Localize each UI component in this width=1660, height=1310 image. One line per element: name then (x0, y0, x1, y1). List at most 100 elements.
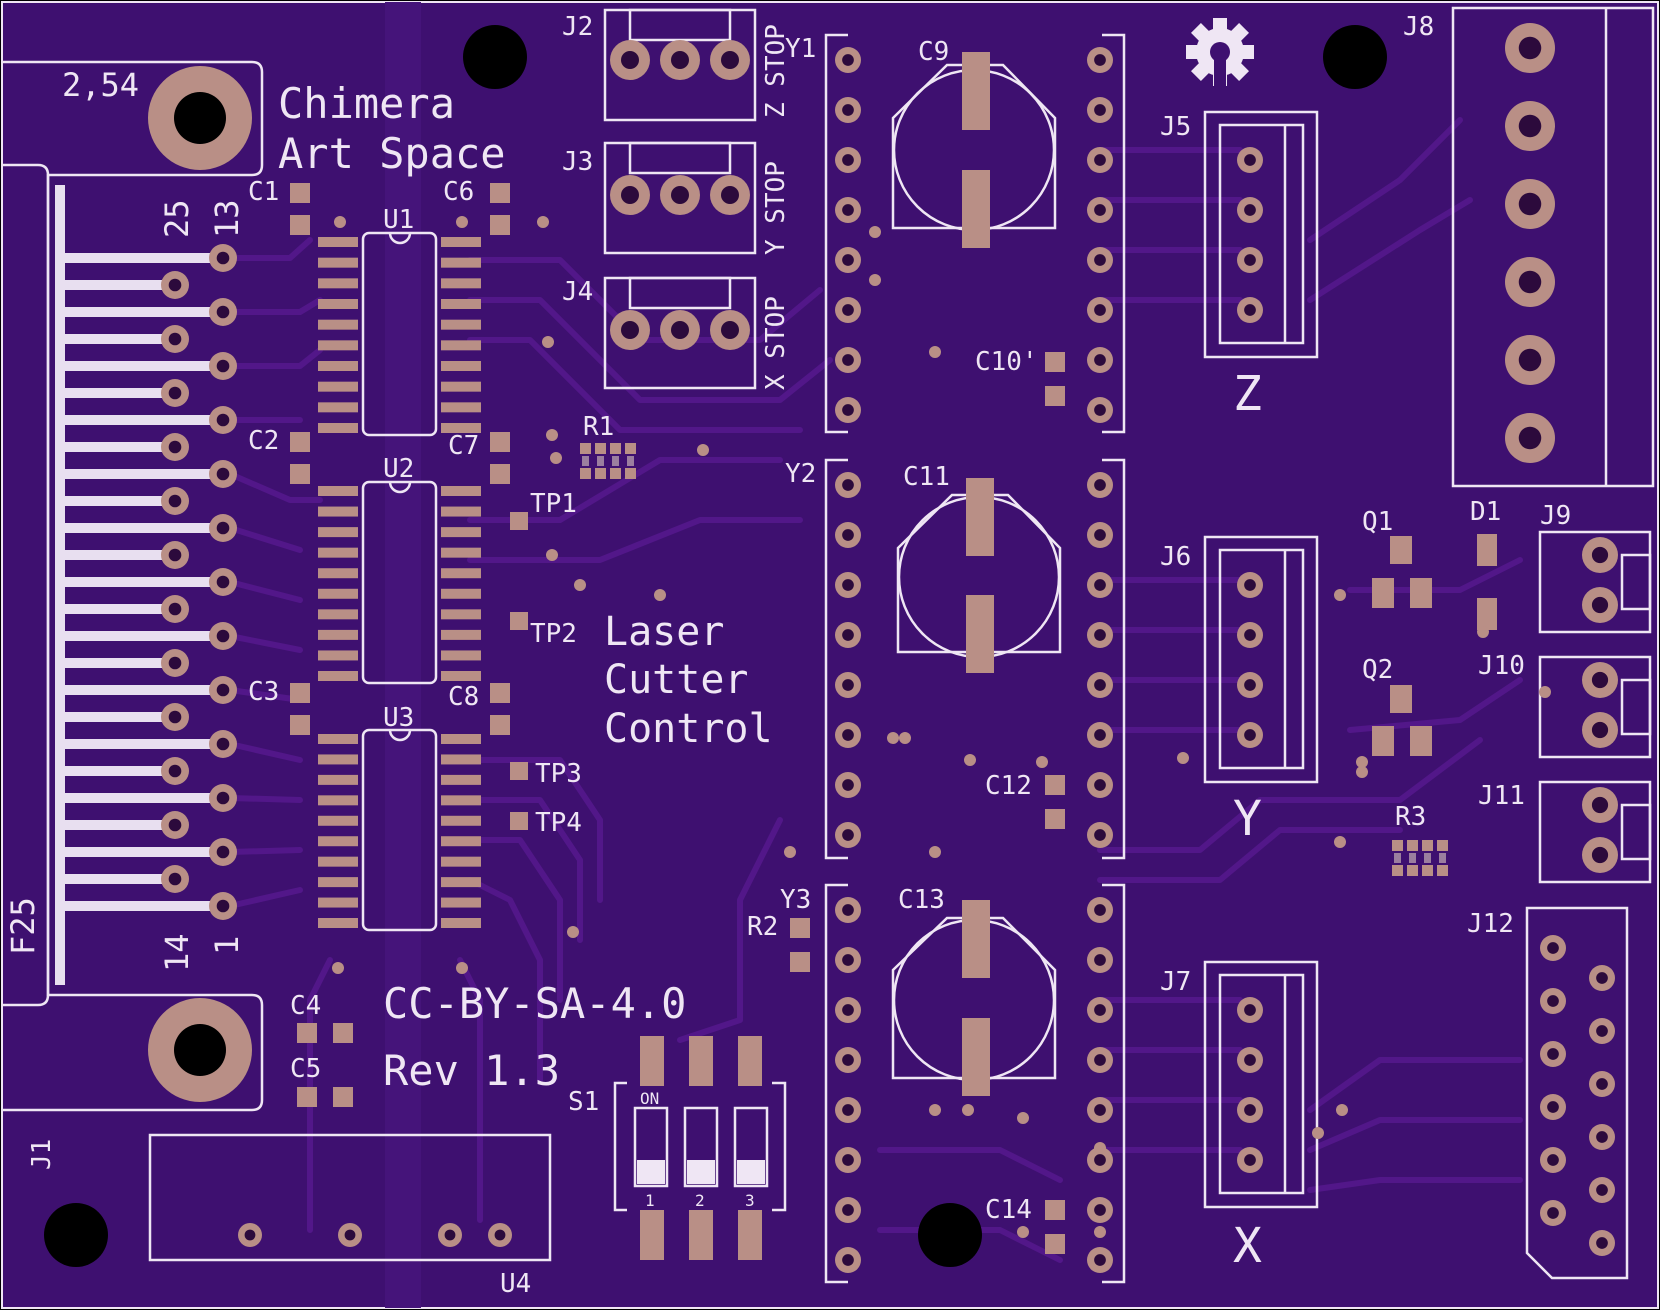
j12-pin-drill (1547, 1101, 1559, 1113)
j1-finger (62, 442, 162, 452)
dip-number-3: 3 (745, 1191, 755, 1210)
ref-c1: C1 (248, 177, 279, 207)
j8-terminal-block (1451, 6, 1655, 488)
r-array-pad (595, 468, 606, 479)
motor-pin-drill (1244, 1154, 1256, 1166)
u1-pad (318, 299, 358, 309)
two-pin-pin-drill (1591, 546, 1609, 564)
via (1312, 1127, 1324, 1139)
pin-label-13: 13 (208, 199, 246, 238)
j11-latch (1620, 803, 1652, 861)
small-capacitors (290, 183, 1065, 1254)
u1-notch (388, 232, 412, 245)
driver-pin-drill (1094, 154, 1106, 166)
driver-pin-drill (1094, 104, 1106, 116)
r-array-body (597, 456, 604, 466)
motor-pin-drill (1244, 729, 1256, 741)
mounting-hole (463, 25, 527, 89)
ref-r1: R1 (583, 412, 614, 442)
u2-pad (441, 671, 481, 681)
u1-pad (441, 402, 481, 413)
c8-pad (490, 683, 510, 703)
j12-outline (1525, 906, 1629, 1280)
via (1356, 766, 1368, 778)
driver-pin-drill (1094, 904, 1106, 916)
u1-pad (318, 361, 358, 371)
u4-pin-drill (494, 1229, 506, 1241)
j1-pin-drill (216, 737, 230, 751)
u3-pad (318, 795, 358, 806)
via (1094, 1142, 1106, 1154)
j1-finger (62, 901, 212, 911)
u2-pad (441, 506, 481, 517)
driver-pin-drill (842, 154, 854, 166)
motor-pin-drill (1244, 1004, 1256, 1016)
two-pin-pin-drill (1591, 596, 1609, 614)
j1-finger (62, 334, 162, 344)
u4-pin-drill (444, 1229, 456, 1241)
driver-pin-drill (1094, 404, 1106, 416)
j1-finger (62, 793, 212, 803)
two-pin-pin-drill (1591, 846, 1609, 864)
u4-outline (148, 1133, 552, 1262)
j1-pin-drill (168, 872, 182, 886)
c10-pad (1045, 386, 1065, 406)
c12-pad (1045, 809, 1065, 829)
j1-pin-drill (168, 764, 182, 778)
via (537, 216, 549, 228)
c14-pad (1045, 1200, 1065, 1220)
via (1017, 1226, 1029, 1238)
j1-screw-hole (174, 1024, 226, 1076)
pin-label-14: 14 (158, 933, 196, 972)
motor-pin-drill (1244, 154, 1256, 166)
u2-pad (441, 609, 481, 620)
j1-pin-drill (168, 818, 182, 832)
ref-j10: J10 (1478, 651, 1525, 681)
tp1-pad (510, 512, 528, 530)
driver-pin-drill (842, 54, 854, 66)
u3-pad (318, 836, 358, 847)
j12-pin-drill (1547, 942, 1559, 954)
j5-inner (1218, 123, 1305, 345)
via (869, 226, 881, 238)
electrolytic-capacitors (891, 52, 1062, 1096)
u2-pad (318, 650, 358, 661)
c2-pad (290, 464, 310, 484)
driver-pin-drill (1094, 254, 1106, 266)
resistor-arrays (580, 443, 1448, 876)
j12-pin-drill (1596, 1078, 1608, 1090)
dip-number-1: 1 (645, 1191, 655, 1210)
via (887, 732, 899, 744)
u2-pad (318, 609, 358, 620)
s1-switch-3 (733, 1106, 769, 1188)
c6-pad (490, 215, 510, 235)
j1-pin-drill (216, 413, 230, 427)
r-array-body (627, 456, 634, 466)
ref-c10: C10' (975, 347, 1038, 377)
pin-label-1: 1 (208, 936, 246, 955)
u3-pad (318, 856, 358, 867)
motor-pin-drill (1244, 629, 1256, 641)
u1-pad (441, 299, 481, 309)
c11-pad-plus (966, 478, 994, 556)
j1-finger (62, 847, 212, 857)
motor-pin-drill (1244, 204, 1256, 216)
s1-outline (613, 1081, 787, 1212)
s1-switch-1 (633, 1106, 669, 1188)
u2-pad (441, 527, 481, 538)
motor-pin-drill (1244, 254, 1256, 266)
traces (227, 117, 1523, 1263)
ref-s1: S1 (568, 1087, 599, 1117)
r-array-pad (625, 443, 636, 454)
j1-pin-drill (168, 602, 182, 616)
j1-fingers (62, 253, 212, 911)
u1-pad (441, 340, 481, 351)
q1-pad (1390, 536, 1412, 564)
j12-pins (1540, 935, 1615, 1256)
ref-c14: C14 (985, 1195, 1032, 1225)
j1-pin-drill (168, 440, 182, 454)
j1-finger (62, 415, 212, 425)
driver-pin-drill (842, 254, 854, 266)
s1-pad (738, 1036, 762, 1086)
